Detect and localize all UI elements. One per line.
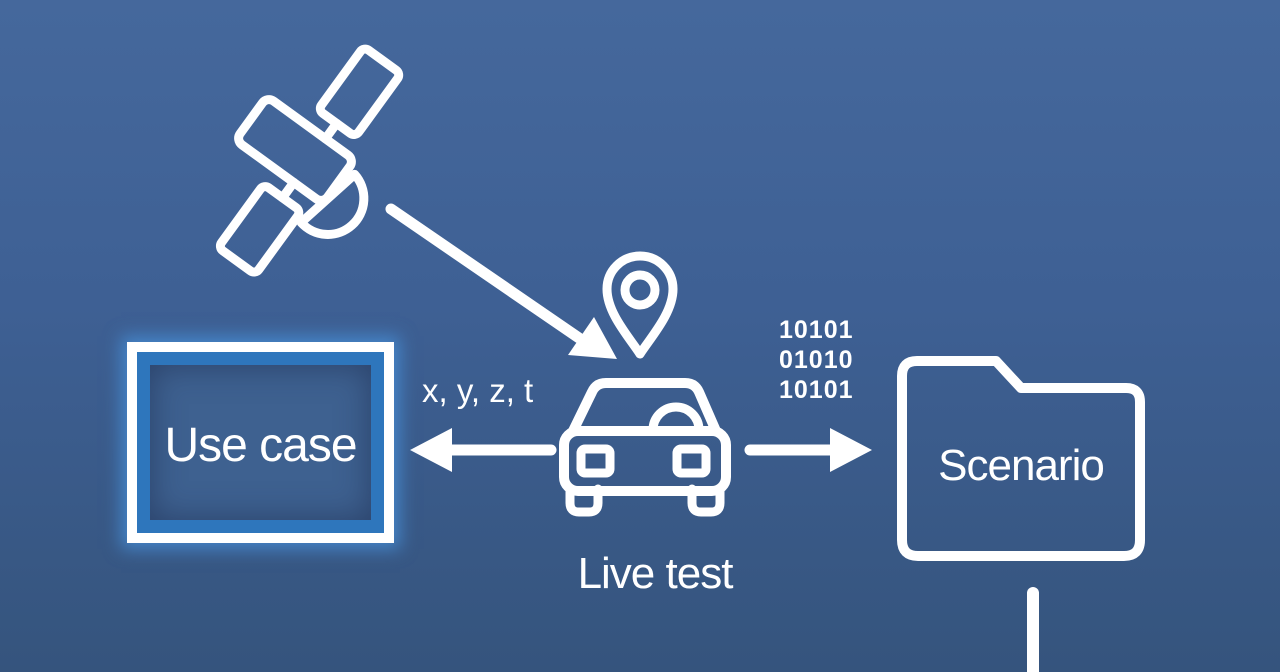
satellite-signal-arrow [385,203,617,359]
use-case-box: Use case [127,342,394,543]
car-to-usecase-arrow [410,428,557,472]
binary-line: 10101 [779,316,854,344]
car-to-scenario-arrow [744,428,872,472]
car-icon [559,378,731,517]
coordinates-label: x, y, z, t [422,372,534,409]
location-pin-icon [602,251,678,359]
use-case-label: Use case [164,419,357,472]
satellite-icon [215,44,404,277]
binary-line: 10101 [779,376,854,404]
scenario-label: Scenario [938,441,1105,490]
live-test-label: Live test [577,549,734,598]
binary-line: 01010 [779,346,854,374]
binary-data-label: 10101 01010 10101 [779,315,854,405]
